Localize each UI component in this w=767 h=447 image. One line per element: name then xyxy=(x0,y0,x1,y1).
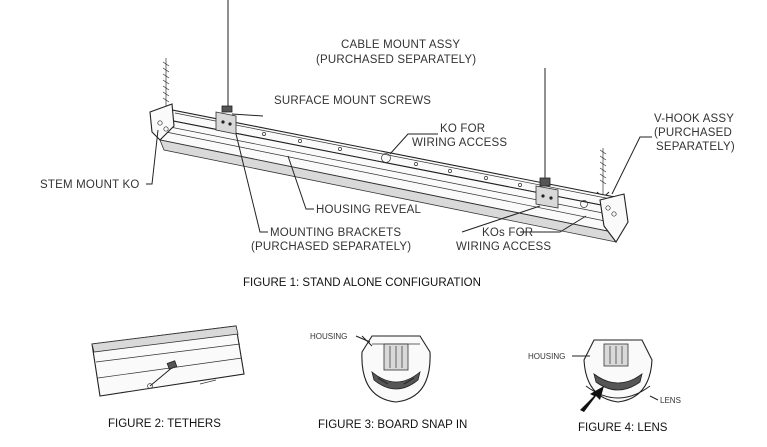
label-housing-fig4: HOUSING xyxy=(528,352,565,361)
label-kos-wiring-1: KOs FOR xyxy=(482,227,533,239)
label-mounting-brackets-1: MOUNTING BRACKETS xyxy=(270,227,401,239)
label-cable-mount-2: (PURCHASED SEPARATELY) xyxy=(316,54,476,66)
label-vhook-2: (PURCHASED xyxy=(654,127,732,139)
label-ko-wiring-2: WIRING ACCESS xyxy=(412,137,507,149)
label-kos-wiring-2: WIRING ACCESS xyxy=(456,241,551,253)
leader-kos-wiring xyxy=(520,215,587,233)
label-vhook-3: SEPARATELY) xyxy=(656,141,735,153)
leader-mounting-brackets xyxy=(235,133,268,233)
figure-1-caption: FIGURE 1: STAND ALONE CONFIGURATION xyxy=(243,277,481,289)
label-cable-mount-1: CABLE MOUNT ASSY xyxy=(341,39,460,51)
figure-2-caption: FIGURE 2: TETHERS xyxy=(108,418,221,430)
label-surface-screws: SURFACE MOUNT SCREWS xyxy=(274,95,431,107)
leader-stem-mount xyxy=(146,129,159,185)
figure-3-caption: FIGURE 3: BOARD SNAP IN xyxy=(318,419,467,431)
label-housing-fig3: HOUSING xyxy=(310,332,347,341)
label-lens-fig4: LENS xyxy=(660,396,681,405)
leader-mounting-brackets-2 xyxy=(461,205,541,233)
figure-4-caption: FIGURE 4: LENS xyxy=(578,422,668,434)
label-ko-wiring-1: KO FOR xyxy=(440,123,485,135)
figure-1-stand-alone: CABLE MOUNT ASSY (PURCHASED SEPARATELY) … xyxy=(40,0,735,289)
leader-ko-wiring xyxy=(389,133,438,155)
label-mounting-brackets-2: (PURCHASED SEPARATELY) xyxy=(251,241,411,253)
v-hook-chain-right xyxy=(596,148,610,199)
label-stem-mount: STEM MOUNT KO xyxy=(40,179,140,191)
leader-vhook xyxy=(611,136,652,195)
figure-2-tethers: FIGURE 2: TETHERS xyxy=(91,325,245,430)
ko-wiring-access-hole xyxy=(381,153,391,163)
insert-arrow xyxy=(580,386,604,412)
figure-4-lens: HOUSING LENS FIGURE 4: LENS xyxy=(528,339,681,434)
luminaire-housing xyxy=(149,103,629,243)
leader-surface-screws xyxy=(231,113,264,117)
label-vhook-1: V-HOOK ASSY xyxy=(654,113,734,125)
figure-3-board-snap-in: HOUSING FIGURE 3: BOARD SNAP IN xyxy=(310,332,467,431)
label-housing-reveal: HOUSING REVEAL xyxy=(316,204,421,216)
leader-housing-reveal xyxy=(287,155,314,210)
mounting-bracket-left xyxy=(215,105,237,135)
mounting-bracket-right xyxy=(535,177,559,209)
